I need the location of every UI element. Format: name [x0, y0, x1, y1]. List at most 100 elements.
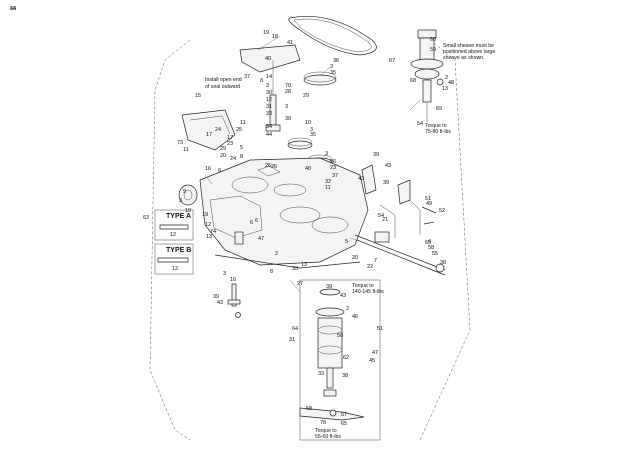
callout-number: 14 [10, 6, 16, 12]
callout-number: 73 [177, 140, 183, 146]
callout-number: 24 [230, 156, 236, 162]
callout-number: 39 [373, 152, 379, 158]
callout-number: 11 [240, 120, 246, 126]
callout-number: 31 [266, 104, 272, 110]
callout-number: 47 [258, 236, 264, 242]
callout-number: 35 [310, 132, 316, 138]
callout-number: 39 [383, 180, 389, 186]
callout-number: 70 [285, 83, 291, 89]
callout-number: 22 [367, 264, 373, 270]
callout-number: 57 [341, 412, 347, 418]
callout-number: 37 [244, 74, 250, 80]
mower-blade [299, 407, 365, 421]
callout-number: 58 [306, 406, 312, 412]
sheave-note: Small sheave must be positioned above la… [443, 43, 495, 61]
callout-number: 33 [292, 266, 298, 272]
belt-cover [239, 44, 301, 73]
callout-number: 36 [333, 58, 339, 64]
svg-text:positioned above large: positioned above large [443, 49, 495, 55]
svg-text:Torque to: Torque to [425, 123, 447, 129]
callout-number: 34 [266, 124, 272, 130]
callout-number: 66 [10, 6, 16, 12]
callout-number: 3 [285, 104, 288, 110]
callout-number: 54 [378, 213, 384, 219]
svg-text:of seal outward: of seal outward [205, 84, 240, 90]
callout-number: 49 [426, 201, 432, 207]
callout-number: 37 [332, 173, 338, 179]
callout-number: 3 [310, 127, 313, 133]
callout-number: 16 [205, 166, 211, 172]
callout-number: 40 [305, 166, 311, 172]
callout-number: 7 [374, 258, 377, 264]
svg-text:140-145 ft-lbs: 140-145 ft-lbs [352, 289, 384, 295]
callout-number: 43 [217, 300, 223, 306]
drive-belt [288, 15, 377, 56]
callout-number: 68 [410, 78, 416, 84]
callout-number: 64 [292, 326, 298, 332]
callout-number: 13 [301, 262, 307, 268]
callout-number: 6 [255, 218, 258, 224]
callout-number: 23 [227, 141, 233, 147]
callout-number: 20 [220, 153, 226, 159]
caster-wheel [178, 184, 198, 206]
callout-number: 15 [195, 93, 201, 99]
callout-number: 3 [325, 151, 328, 157]
callout-number: 65 [425, 240, 431, 246]
callout-number: 2 [275, 251, 278, 257]
callout-number: 23 [330, 165, 336, 171]
callout-number: 12 [205, 222, 211, 228]
callout-number: 5 [240, 145, 243, 151]
callout-number: 36 [330, 159, 336, 165]
callout-number: 62 [343, 355, 349, 361]
blade-spindle-assembly [299, 279, 381, 441]
type-a-box: TYPE A 12 [154, 209, 194, 241]
callout-number: 27 [297, 281, 303, 287]
callout-number: 18 [272, 34, 278, 40]
callout-number: 54 [417, 121, 423, 127]
callout-number: 26 [265, 163, 271, 169]
svg-text:55-60 ft-lbs: 55-60 ft-lbs [315, 434, 341, 440]
lift-rod [354, 194, 446, 276]
callout-number: 33 [266, 111, 272, 117]
svg-text:sheave as shown.: sheave as shown. [443, 55, 485, 61]
callout-number: 8 [270, 269, 273, 275]
callout-number: 8 [260, 78, 263, 84]
left-hardware [227, 231, 244, 318]
torque-note-blade: Torque to 55-60 ft-lbs [315, 428, 341, 440]
callout-number: 4 [428, 239, 431, 245]
callout-number: 6 [250, 220, 253, 226]
callout-number: 28 [285, 89, 291, 95]
callout-number: 74 [210, 229, 216, 235]
callout-number: 29 [220, 146, 226, 152]
callout-number: 5 [345, 239, 348, 245]
callout-number: 69 [436, 106, 442, 112]
callout-number: 30 [266, 90, 272, 96]
callout-number: 38 [440, 260, 446, 266]
callout-number: 16 [230, 277, 236, 283]
callout-number: 40 [265, 56, 271, 62]
callout-number: 51 [377, 326, 383, 332]
spindle-column [265, 60, 281, 132]
callout-number: 41 [287, 40, 293, 46]
callout-number: 60 [430, 37, 436, 43]
callout-number: 32 [325, 179, 331, 185]
callout-number: 6 [218, 168, 221, 174]
callout-number: 2 [445, 75, 448, 81]
callout-number: 19 [202, 212, 208, 218]
torque-note-spindle: Torque to 140-145 ft-lbs [352, 283, 384, 295]
callout-number: 39 [213, 294, 219, 300]
callout-number: 8 [240, 154, 243, 160]
type-a-ref: 12 [170, 232, 176, 238]
callout-number: 31 [289, 337, 295, 343]
callout-number: 26 [271, 164, 277, 170]
callout-number: 3 [266, 83, 269, 89]
callout-number: 43 [385, 163, 391, 169]
callout-number: 2 [346, 306, 349, 312]
torque-note-top: Torque to 75-80 ft-lbs [425, 123, 451, 135]
callout-number: 50 [337, 333, 343, 339]
callout-number: 3 [179, 198, 182, 204]
callout-number: 11 [183, 147, 189, 153]
callout-number: 30 [285, 116, 291, 122]
callout-number: 47 [372, 350, 378, 356]
